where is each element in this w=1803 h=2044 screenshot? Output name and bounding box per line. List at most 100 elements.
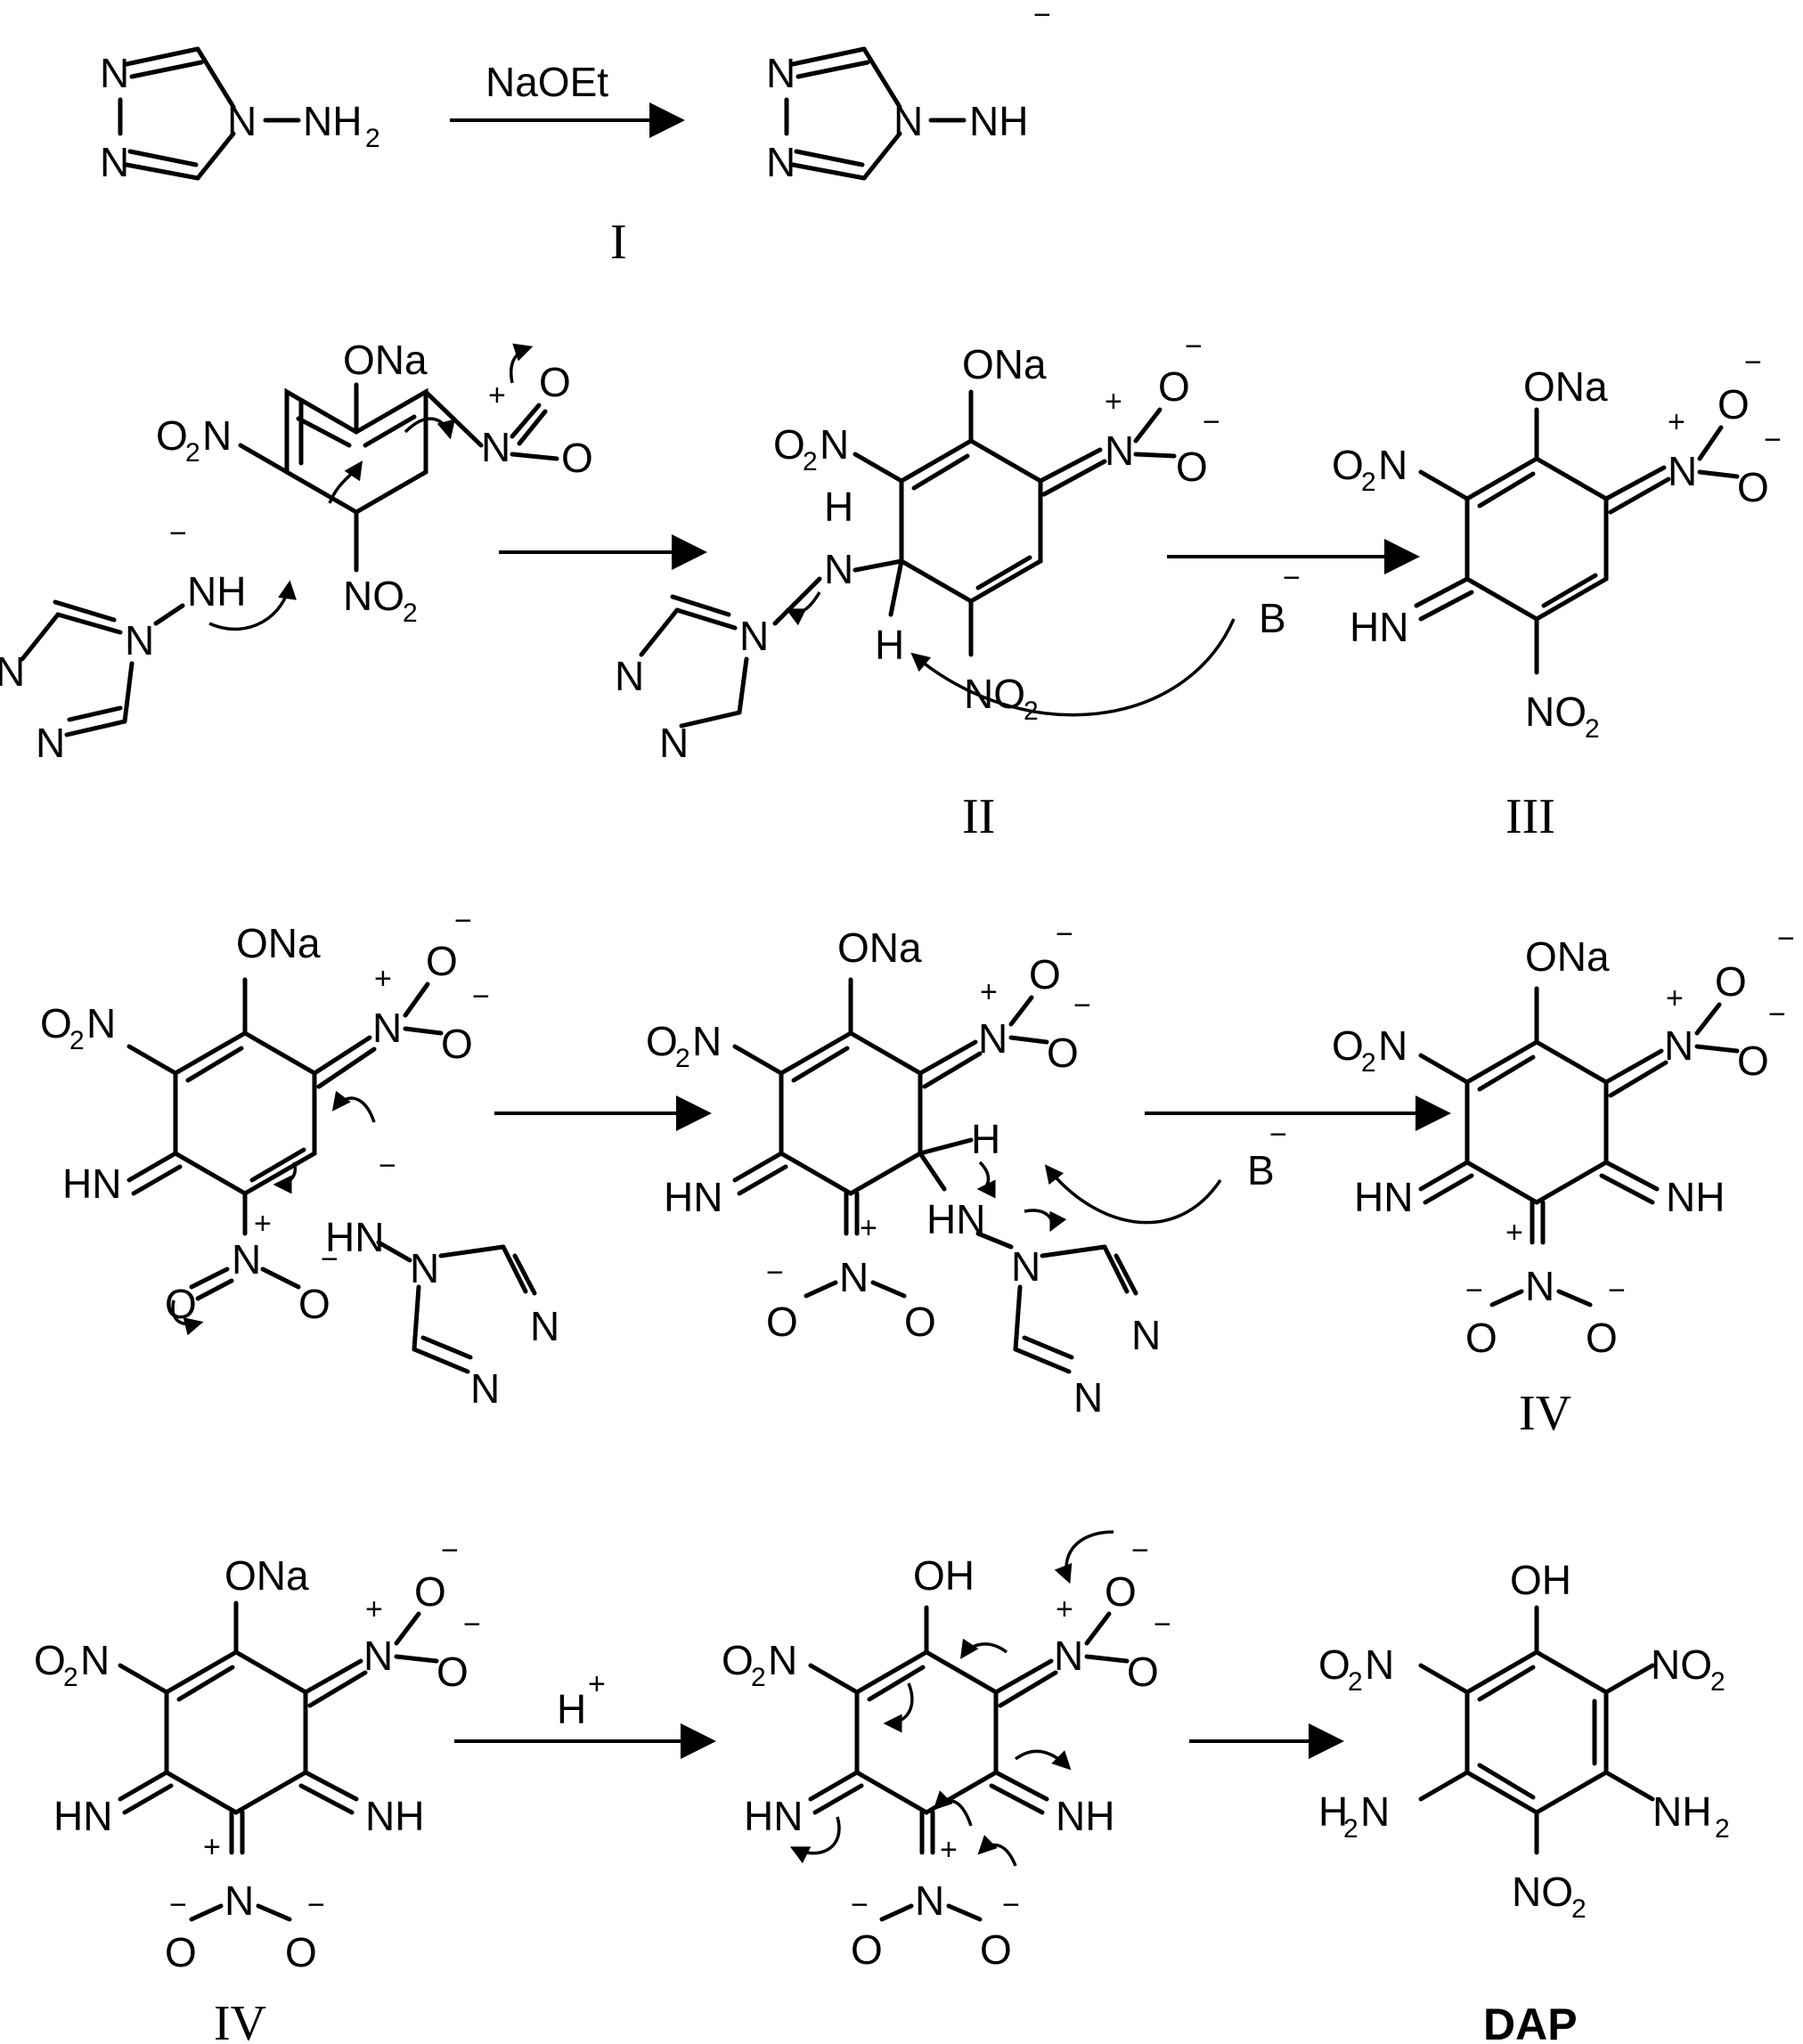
atom-no2: NO — [1525, 688, 1587, 735]
atom-n: N — [768, 1637, 797, 1683]
atom-nh2: NH — [303, 98, 362, 144]
diimine-IV-top: ONa O 2 N N + O − O − HN NH + N O − O − … — [1332, 922, 1795, 1441]
plus-charge: + — [1105, 385, 1122, 419]
subscript-2: 2 — [751, 1663, 766, 1692]
atom-hn: HN — [325, 1214, 384, 1260]
minus-charge: − — [307, 1888, 325, 1922]
step5-arrow: B − — [1145, 1095, 1451, 1193]
atom-n: N — [1525, 1263, 1554, 1309]
atom-n: N — [766, 139, 795, 185]
atom-n: N — [766, 50, 795, 96]
atom-o2n: O — [722, 1637, 754, 1683]
atom-o: O — [561, 435, 593, 481]
atom-hn: HN — [926, 1196, 985, 1242]
step3-arrow: B − — [1167, 539, 1420, 641]
atom-nh: NH — [1666, 1174, 1725, 1220]
atom-o: O — [766, 1299, 798, 1345]
atom-h: H — [824, 484, 853, 530]
minus-charge: − — [1154, 1608, 1171, 1641]
reagent-base: B — [1259, 595, 1286, 641]
atom-o2n: O — [156, 412, 188, 459]
subscript-2: 2 — [1361, 468, 1376, 497]
atom-n: N — [410, 1245, 439, 1291]
atom-n: N — [1073, 1374, 1103, 1421]
atom-nh: NH — [365, 1793, 424, 1839]
minus-charge: − — [472, 980, 490, 1014]
atom-o2n: O — [1332, 442, 1364, 488]
atom-n: N — [470, 1365, 500, 1412]
subscript-2: 2 — [1343, 1814, 1358, 1844]
atom-o: O — [1715, 958, 1747, 1005]
III-with-anion: ONa O 2 N N + O − O − HN + N O O − HN − … — [40, 904, 559, 1412]
aminotriazole-anion-I: N N N NH − I — [610, 0, 1051, 270]
atom-n: N — [839, 1254, 869, 1300]
atom-o: O — [298, 1281, 330, 1327]
compound-label-I: I — [610, 215, 627, 270]
plus-charge: + — [860, 1211, 877, 1245]
minus-charge: − — [454, 904, 472, 938]
atom-o: O — [436, 1649, 469, 1695]
plus-charge: + — [203, 1830, 221, 1864]
atom-n: N — [100, 50, 129, 96]
diimine-IV-bottom: ONa O 2 N N + O − O − HN NH + N O − O − … — [34, 1534, 481, 2044]
atom-o: O — [1158, 363, 1190, 410]
atom-h2n: H — [1318, 1788, 1348, 1835]
subscript-2: 2 — [1361, 1048, 1376, 1078]
plus-charge: + — [365, 1592, 383, 1626]
atom-n: N — [824, 546, 853, 592]
atom-ona: ONa — [343, 337, 428, 383]
atom-n: N — [36, 720, 65, 766]
minus-charge: − — [1002, 1888, 1020, 1922]
atom-n: N — [1054, 1633, 1083, 1679]
compound-label-IV: IV — [214, 1996, 266, 2044]
atom-o: O — [539, 359, 571, 405]
plus-charge: + — [374, 962, 392, 996]
atom-o: O — [1586, 1315, 1618, 1361]
step1-arrow: NaOEt — [450, 59, 685, 138]
compound-label-II: II — [962, 789, 995, 844]
minus-charge: − — [1764, 423, 1782, 457]
subscript-2: 2 — [1715, 1814, 1730, 1844]
atom-hn: HN — [744, 1793, 803, 1839]
minus-charge: − — [1777, 922, 1795, 956]
atom-n: N — [0, 648, 25, 695]
atom-n: N — [659, 720, 689, 766]
plus-charge: + — [1505, 1216, 1523, 1250]
atom-n: N — [227, 98, 257, 144]
step6-arrow: H + — [454, 1667, 716, 1759]
plus-charge: + — [940, 1833, 958, 1867]
atom-o: O — [426, 938, 458, 984]
minus-charge: − — [1056, 917, 1073, 951]
compound-label-IV: IV — [1519, 1386, 1571, 1441]
minus-charge: − — [1203, 405, 1220, 439]
atom-nh: NH — [187, 568, 246, 615]
plus-charge: + — [980, 975, 998, 1009]
minus-charge: − — [1269, 1118, 1287, 1152]
minus-charge: − — [1744, 346, 1762, 379]
atom-no2: NO — [1512, 1869, 1573, 1915]
atom-hn: HN — [664, 1174, 722, 1220]
product-DAP: OH O 2 N NO 2 H 2 N NH 2 NO 2 DAP — [1318, 1557, 1730, 2044]
atom-o: O — [1047, 1030, 1079, 1076]
subscript-2: 2 — [63, 1663, 78, 1692]
minus-charge: − — [379, 1149, 396, 1183]
atom-o: O — [904, 1299, 936, 1345]
atom-n: N — [615, 653, 644, 699]
atom-no2: NO — [343, 573, 404, 619]
atom-n: N — [363, 1633, 393, 1679]
plus-charge: + — [588, 1667, 606, 1701]
atom-n: N — [915, 1877, 944, 1924]
atom-n: N — [224, 1877, 254, 1924]
atom-ona: ONa — [224, 1552, 309, 1599]
atom-n: N — [100, 139, 129, 185]
atom-n: N — [232, 1236, 261, 1283]
atom-n: N — [1664, 1022, 1693, 1069]
atom-o: O — [1029, 951, 1061, 998]
atom-n: N — [125, 617, 154, 664]
compound-label-III: III — [1505, 789, 1555, 844]
second-adduct: ONa O 2 N N + O − O − HN + N O − O H HN … — [646, 917, 1222, 1421]
atom-hn: HN — [1350, 604, 1408, 650]
atom-o: O — [165, 1929, 197, 1975]
meisenheimer-complex-II: ONa O 2 N N + O − O − NO 2 H N H N N N I… — [615, 330, 1236, 844]
atom-o: O — [1127, 1649, 1159, 1695]
